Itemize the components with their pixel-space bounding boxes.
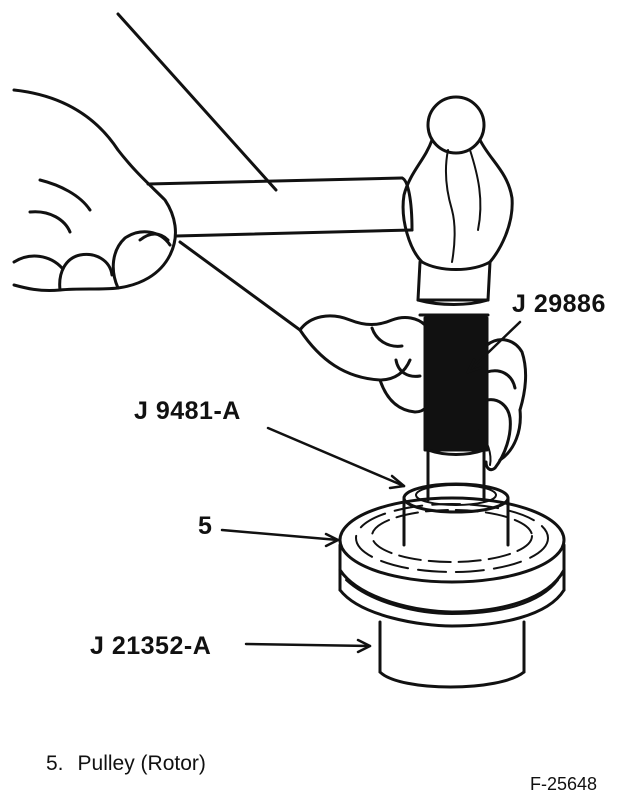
leader-j29886 [466, 320, 522, 374]
hammer-handle [146, 176, 414, 238]
upper-hand [12, 88, 177, 292]
leader-j21352a [244, 642, 372, 648]
support-tool-cup [378, 620, 526, 689]
callout-j9481a: J 9481-A [134, 397, 241, 425]
callout-j29886: J 29886 [512, 290, 606, 318]
callout-j21352a: J 21352-A [90, 632, 212, 660]
lower-hand [298, 314, 528, 472]
diagonal-edge-line [116, 12, 278, 192]
figure-number: F-25648 [530, 774, 598, 794]
callout-item-5: 5 [198, 512, 213, 540]
pulley-rotor [338, 496, 566, 628]
driver-tool-shaft [423, 316, 489, 502]
legend-item: 5. Pulley (Rotor) [46, 752, 206, 776]
hammer-head [401, 95, 514, 317]
diagonal-edge-line-lower [178, 240, 302, 332]
leader-5 [220, 528, 340, 542]
legend-number: 5. [46, 752, 64, 775]
leader-lines [220, 320, 522, 654]
legend-text: Pulley (Rotor) [77, 752, 206, 775]
leader-j9481a [266, 426, 406, 488]
